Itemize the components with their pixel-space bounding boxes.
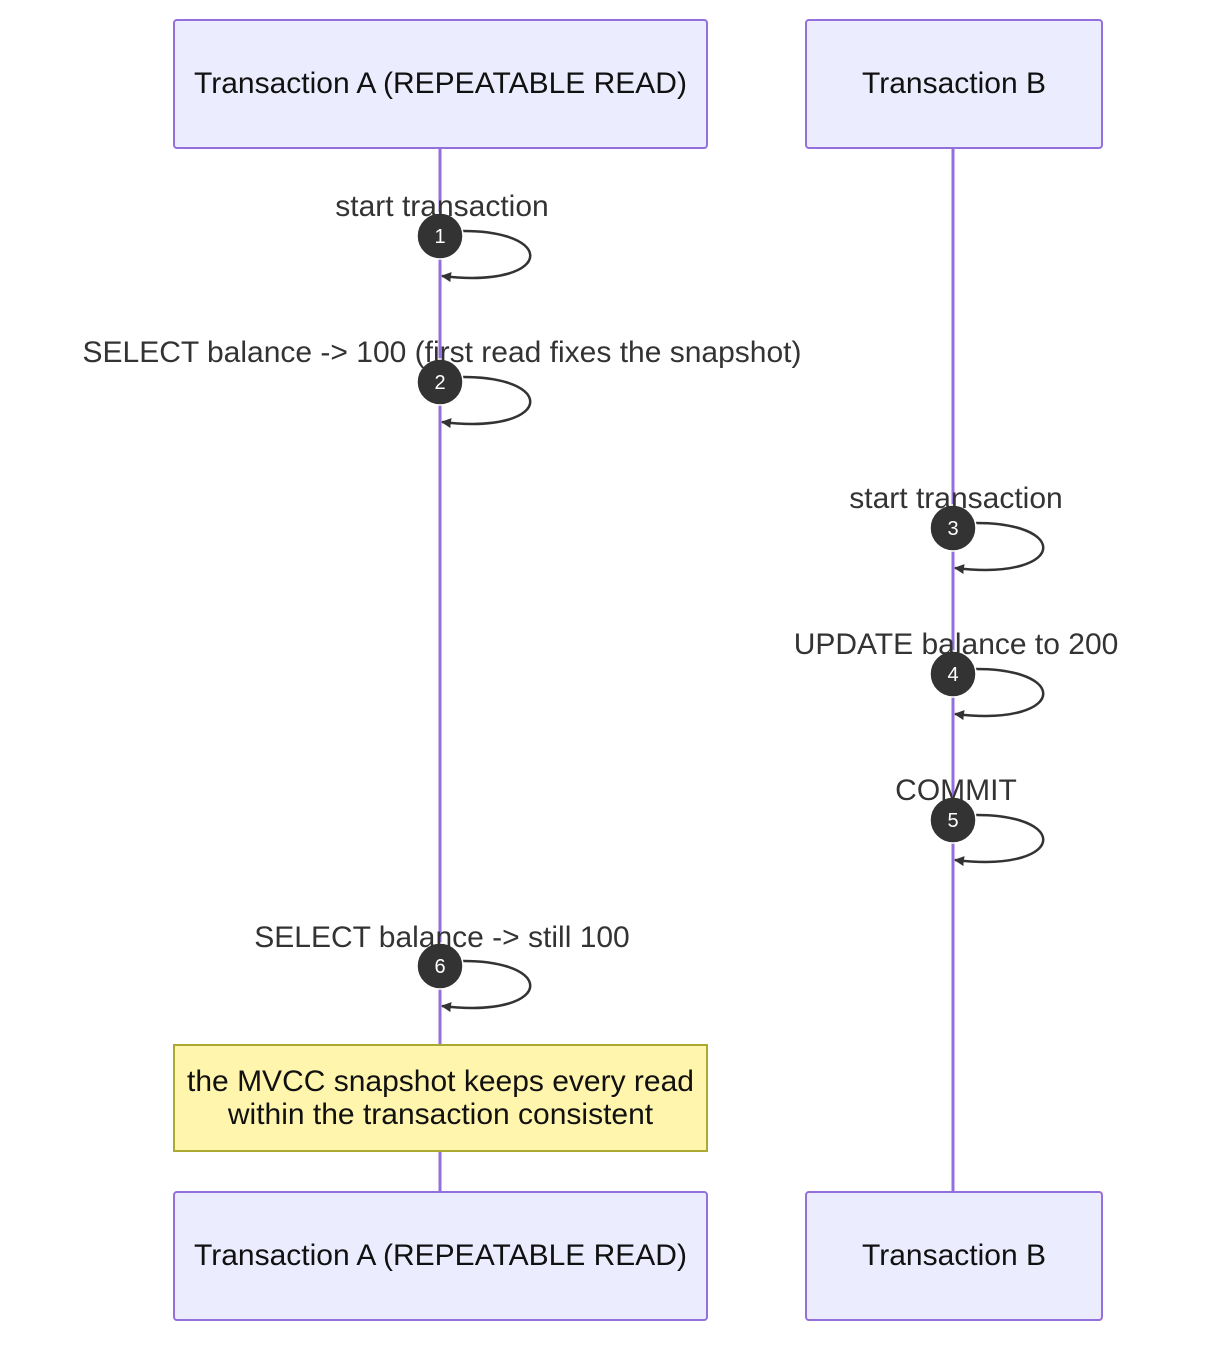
actor-label: Transaction B bbox=[862, 67, 1046, 100]
self-message-arrow-4 bbox=[952, 667, 1045, 721]
self-message-arrow-3 bbox=[952, 521, 1045, 575]
sequence-number-3: 3 bbox=[947, 518, 958, 540]
sequence-number-1: 1 bbox=[434, 226, 445, 248]
message-label-2: SELECT balance -> 100 (first read fixes … bbox=[82, 336, 802, 369]
actor-bottom-transaction-b: Transaction B bbox=[805, 1191, 1103, 1321]
self-message-arrow-1 bbox=[439, 229, 532, 283]
actor-label: Transaction A (REPEATABLE READ) bbox=[194, 1239, 687, 1272]
note-line-2: within the transaction consistent bbox=[227, 1098, 654, 1131]
actor-top-transaction-b: Transaction B bbox=[805, 19, 1103, 149]
note-line-1: the MVCC snapshot keeps every read bbox=[187, 1065, 694, 1098]
message-label-5: COMMIT bbox=[895, 774, 1017, 807]
message-label-3: start transaction bbox=[849, 482, 1063, 515]
sequence-badge-5 bbox=[929, 796, 977, 844]
actor-label: Transaction A (REPEATABLE READ) bbox=[194, 67, 687, 100]
sequence-number-4: 4 bbox=[947, 664, 958, 686]
sequence-number-5: 5 bbox=[947, 810, 958, 832]
sequence-badge-3 bbox=[929, 504, 977, 552]
message-layer: 1 2 3 4 5 6 bbox=[416, 212, 1045, 1013]
sequence-badge-6 bbox=[416, 942, 464, 990]
sequence-badge-4 bbox=[929, 650, 977, 698]
self-message-arrow-5 bbox=[952, 813, 1045, 867]
actor-bottom-transaction-a: Transaction A (REPEATABLE READ) bbox=[173, 1191, 708, 1321]
message-label-4: UPDATE balance to 200 bbox=[793, 628, 1119, 661]
message-label-6: SELECT balance -> still 100 bbox=[254, 921, 630, 954]
sequence-badge-1 bbox=[416, 212, 464, 260]
actor-top-transaction-a: Transaction A (REPEATABLE READ) bbox=[173, 19, 708, 149]
self-message-arrow-2 bbox=[439, 375, 532, 429]
sequence-number-2: 2 bbox=[434, 372, 445, 394]
message-label-1: start transaction bbox=[335, 190, 549, 223]
self-message-arrow-6 bbox=[439, 959, 532, 1013]
sequence-number-6: 6 bbox=[434, 956, 445, 978]
actor-label: Transaction B bbox=[862, 1239, 1046, 1272]
note-over-transaction-a: the MVCC snapshot keeps every read withi… bbox=[173, 1044, 708, 1152]
sequence-badge-2 bbox=[416, 358, 464, 406]
